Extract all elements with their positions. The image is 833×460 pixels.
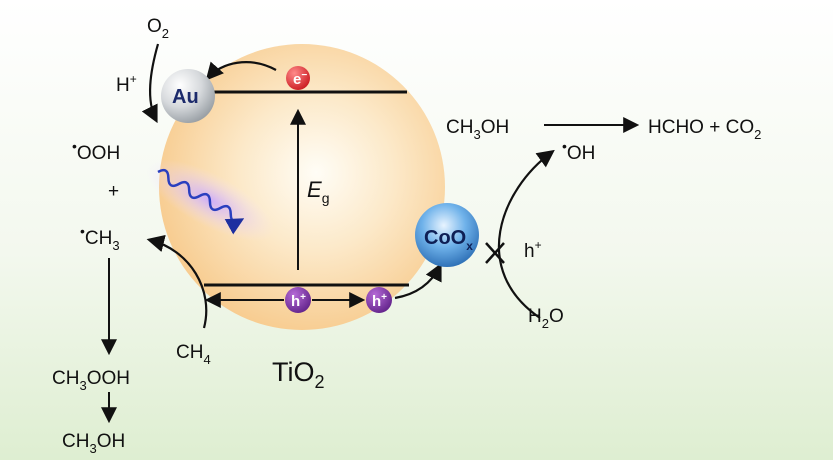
ooh-radical-label: •OOH — [72, 138, 120, 164]
hole-right: h+ — [366, 287, 392, 313]
au-label: Au — [172, 86, 199, 108]
overoxidation-products-label: HCHO + CO2 — [648, 117, 761, 142]
o2-label: O2 — [147, 16, 169, 41]
oh-radical-label: •OH — [562, 138, 595, 164]
methane-activation-arrow — [146, 234, 208, 329]
svg-text:h+: h+ — [291, 292, 306, 310]
ch4-label: CH4 — [176, 342, 211, 367]
h-plus-oxidation-label: h+ — [524, 238, 542, 262]
electron-transfer-arrow — [205, 61, 277, 81]
coox-nanoparticle: CoOx — [415, 203, 479, 267]
photon-icon — [145, 159, 275, 241]
water-oxidation-arrow — [497, 149, 555, 319]
svg-text:h+: h+ — [372, 292, 387, 310]
coox-label: CoOx — [424, 227, 473, 253]
tio2-particle — [159, 44, 445, 330]
ch3oh-reduction-label: CH3OH — [62, 431, 125, 456]
electron: e− — [286, 66, 310, 90]
ch3oh-oxidation-label: CH3OH — [446, 117, 509, 142]
tio2-label: TiO2 — [272, 357, 325, 392]
electron-label: e− — [293, 70, 307, 88]
h-plus-label: H+ — [116, 72, 137, 96]
plus-sign: + — [108, 181, 119, 202]
hole-transfer-arrow — [394, 262, 442, 300]
blocked-cross-icon — [485, 242, 505, 264]
h2o-label: H2O — [528, 306, 564, 331]
au-nanoparticle: Au — [161, 69, 215, 123]
o2-reduction-arrow — [141, 43, 160, 124]
hole-center: h+ — [285, 287, 311, 313]
band-gap-label: Eg — [307, 177, 329, 206]
ch3ooh-label: CH3OOH — [52, 368, 130, 393]
ch3-radical-label: •CH3 — [80, 223, 120, 253]
